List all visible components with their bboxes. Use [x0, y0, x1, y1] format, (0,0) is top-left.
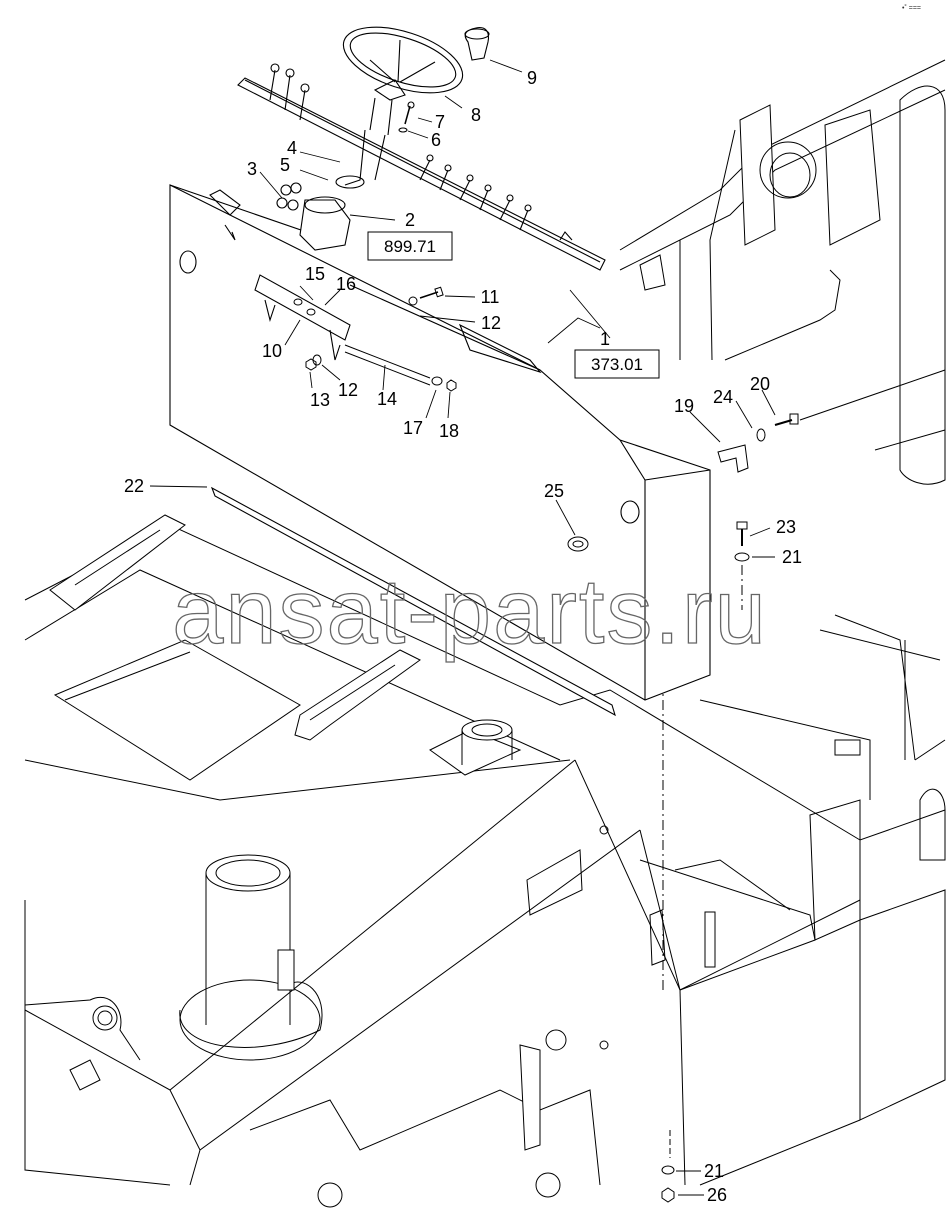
- callout-19: 19: [674, 396, 694, 416]
- callout-6: 6: [431, 130, 441, 150]
- callout-23: 23: [776, 517, 796, 537]
- callout-2: 2: [405, 210, 415, 230]
- callout-24: 24: [713, 387, 733, 407]
- callout-3: 3: [247, 159, 257, 179]
- callout-14: 14: [377, 389, 397, 409]
- callout-16: 16: [336, 274, 356, 294]
- callout-5: 5: [280, 155, 290, 175]
- callout-7: 7: [435, 112, 445, 132]
- side-panel-assembly: [169, 184, 711, 717]
- corner-mark: •˚ ===: [902, 4, 921, 12]
- svg-text:899.71: 899.71: [384, 237, 436, 256]
- callout-12b: 12: [338, 380, 358, 400]
- machine-frame: [24, 514, 946, 1208]
- callout-13: 13: [310, 390, 330, 410]
- callout-12a: 12: [481, 313, 501, 333]
- callout-21a: 21: [782, 547, 802, 567]
- callout-10: 10: [262, 341, 282, 361]
- callout-21b: 21: [704, 1161, 724, 1181]
- callout-15: 15: [305, 264, 325, 284]
- hardware: [293, 286, 799, 1203]
- callout-17: 17: [403, 418, 423, 438]
- callout-25: 25: [544, 481, 564, 501]
- callout-22: 22: [124, 476, 144, 496]
- callout-26: 26: [707, 1185, 727, 1205]
- svg-text:373.01: 373.01: [591, 355, 643, 374]
- callout-8: 8: [471, 105, 481, 125]
- callout-labels: 1 2 3 4 5 6 7 8 9 10 11 12 12 13 14 15 1…: [124, 68, 802, 1205]
- callout-11: 11: [481, 287, 500, 307]
- reference-box-1: 899.71: [367, 231, 453, 261]
- callout-20: 20: [750, 374, 770, 394]
- leader-lines: [149, 59, 776, 1196]
- callout-18: 18: [439, 421, 459, 441]
- callout-9: 9: [527, 68, 537, 88]
- callout-1: 1: [600, 329, 610, 349]
- watermark-text: ansat-parts.ru: [172, 561, 768, 663]
- reference-box-2: 373.01: [574, 349, 660, 379]
- rear-frame: [619, 59, 946, 485]
- control-deck: [237, 26, 606, 271]
- callout-4: 4: [287, 138, 297, 158]
